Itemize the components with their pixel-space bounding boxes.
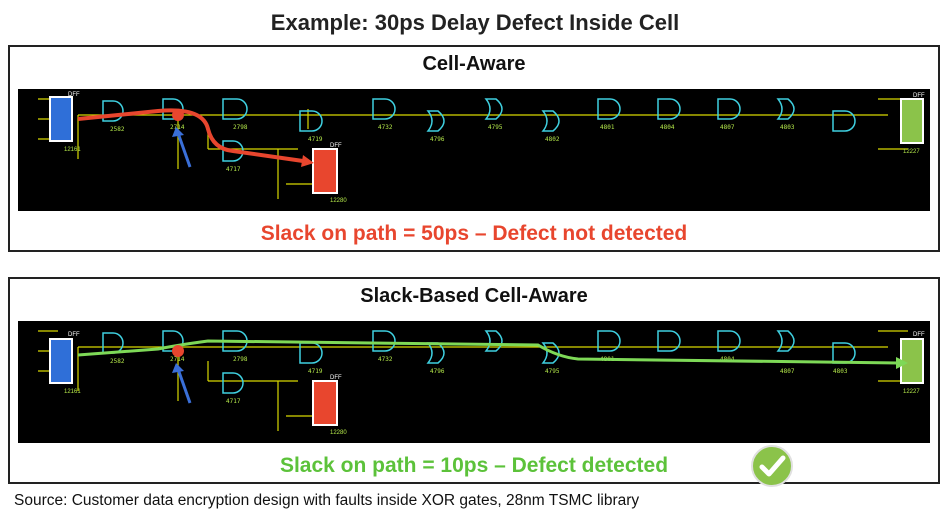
schematic-svg: 2582 2714 2798 4719 4717 4732 4796 4795 … — [38, 92, 925, 204]
svg-text:DFF: DFF — [913, 332, 925, 338]
arrow-pointer-icon — [176, 132, 192, 168]
svg-text:12227: 12227 — [903, 389, 920, 395]
svg-text:4719: 4719 — [308, 368, 323, 375]
svg-text:2798: 2798 — [233, 124, 248, 131]
svg-text:4796: 4796 — [430, 368, 445, 375]
svg-text:4796: 4796 — [430, 136, 445, 143]
svg-text:12280: 12280 — [330, 430, 347, 436]
slack-based-panel: Slack-Based Cell-Aware — [8, 277, 940, 484]
result-text: Slack on path = 10ps – Defect detected — [279, 454, 669, 477]
gate-labels: 2582 2714 2798 4719 4717 4732 4796 4795 … — [110, 124, 795, 173]
launch-ff — [49, 96, 73, 142]
svg-text:4732: 4732 — [378, 124, 393, 131]
svg-text:12161: 12161 — [64, 389, 81, 395]
checkmark-icon — [751, 445, 793, 487]
svg-text:DFF: DFF — [330, 143, 342, 149]
wires — [38, 98, 908, 199]
capture-ff — [900, 98, 924, 144]
svg-text:2798: 2798 — [233, 356, 248, 363]
svg-text:2714: 2714 — [170, 124, 185, 131]
svg-text:12161: 12161 — [64, 147, 81, 153]
result-text: Slack on path = 50ps – Defect not detect… — [260, 222, 688, 245]
svg-text:4807: 4807 — [780, 368, 795, 375]
svg-text:2582: 2582 — [110, 358, 125, 365]
svg-text:12280: 12280 — [330, 198, 347, 204]
cell-aware-panel: Cell-Aware — [8, 45, 940, 252]
svg-text:4795: 4795 — [488, 124, 503, 131]
schematic: 2582 2714 2798 4719 4717 4732 4796 4795 … — [18, 321, 930, 443]
launch-ff — [49, 338, 73, 384]
panel-heading: Cell-Aware — [422, 53, 526, 75]
svg-text:2714: 2714 — [170, 356, 185, 363]
svg-text:4804: 4804 — [660, 124, 675, 131]
svg-text:4795: 4795 — [545, 368, 560, 375]
svg-text:4719: 4719 — [308, 136, 323, 143]
svg-text:DFF: DFF — [913, 93, 925, 99]
svg-text:4717: 4717 — [226, 166, 241, 173]
source-caption: Source: Customer data encryption design … — [14, 492, 640, 509]
svg-text:DFF: DFF — [68, 92, 80, 98]
side-capture-ff — [312, 148, 338, 194]
svg-text:DFF: DFF — [68, 332, 80, 338]
path-slack-based — [77, 339, 899, 365]
svg-text:4717: 4717 — [226, 398, 241, 405]
svg-text:4801: 4801 — [600, 124, 615, 131]
defect-dot-icon — [172, 109, 184, 121]
svg-text:4807: 4807 — [720, 124, 735, 131]
svg-text:DFF: DFF — [330, 375, 342, 381]
svg-text:4732: 4732 — [378, 356, 393, 363]
svg-text:2582: 2582 — [110, 126, 125, 133]
svg-text:4803: 4803 — [780, 124, 795, 131]
path-arrowhead — [896, 357, 908, 369]
gates — [102, 98, 856, 162]
side-capture-ff — [312, 380, 338, 426]
arrow-pointer-icon — [176, 368, 192, 404]
svg-text:4803: 4803 — [833, 368, 848, 375]
svg-text:4802: 4802 — [545, 136, 560, 143]
panel-heading: Slack-Based Cell-Aware — [360, 285, 588, 307]
path-cell-aware — [77, 108, 304, 163]
path-arrowhead — [301, 155, 314, 167]
schematic-svg: 2582 2714 2798 4719 4717 4732 4796 4795 … — [38, 330, 925, 436]
page-title: Example: 30ps Delay Defect Inside Cell — [270, 10, 680, 35]
svg-text:12227: 12227 — [903, 149, 920, 155]
defect-dot-icon — [172, 345, 184, 357]
capture-ff — [900, 338, 924, 384]
schematic: 2582 2714 2798 4719 4717 4732 4796 4795 … — [18, 89, 930, 211]
